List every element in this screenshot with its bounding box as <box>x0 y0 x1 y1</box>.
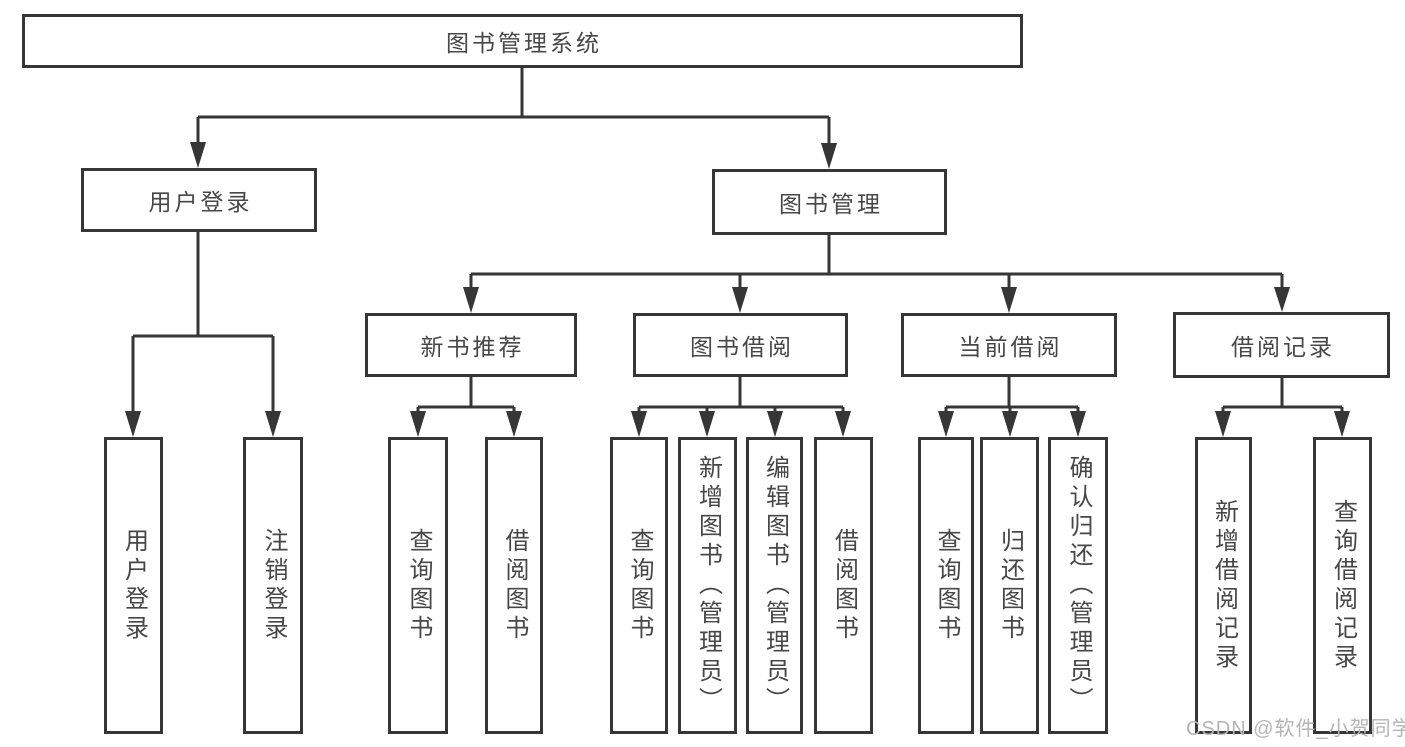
connector-borrow-records-to-leaves <box>1215 378 1350 437</box>
leaf-query-book-rec-label: 查询图书 <box>405 527 432 644</box>
leaf-user-login: 用户登录 <box>104 437 163 734</box>
leaf-confirm-return-admin-label: 确认归还（管理员） <box>1065 455 1092 716</box>
leaf-borrow-book-label: 借阅图书 <box>830 527 858 644</box>
leaf-logout: 注销登录 <box>243 437 303 734</box>
node-book-borrow: 图书借阅 <box>633 313 848 377</box>
leaf-borrow-book-rec-label: 借阅图书 <box>501 527 528 644</box>
leaf-add-borrow-record-label: 新增借阅记录 <box>1210 498 1238 673</box>
node-book-mgmt-label: 图书管理 <box>779 191 883 217</box>
connector-book-mgmt-to-modules <box>463 235 1290 313</box>
leaf-add-borrow-record: 新增借阅记录 <box>1195 437 1252 734</box>
leaf-logout-label: 注销登录 <box>260 527 287 644</box>
leaf-return-book: 归还图书 <box>980 437 1039 734</box>
node-new-book-rec-label: 新书推荐 <box>420 334 525 360</box>
node-user-login-label: 用户登录 <box>148 189 253 215</box>
node-current-borrow-label: 当前借阅 <box>958 334 1063 360</box>
node-borrow-records: 借阅记录 <box>1173 312 1390 378</box>
leaf-confirm-return-admin: 确认归还（管理员） <box>1048 437 1108 734</box>
leaf-query-book-current-label: 查询图书 <box>933 527 960 644</box>
leaf-query-borrow-record: 查询借阅记录 <box>1313 437 1372 734</box>
node-borrow-records-label: 借阅记录 <box>1231 334 1335 360</box>
leaf-return-book-label: 归还图书 <box>996 527 1024 644</box>
node-current-borrow: 当前借阅 <box>901 313 1117 377</box>
connector-current-borrow-to-leaves <box>938 377 1086 437</box>
leaf-borrow-book: 借阅图书 <box>814 437 873 734</box>
connector-new-book-rec-to-leaves <box>410 377 522 437</box>
leaf-borrow-book-rec: 借阅图书 <box>485 437 543 734</box>
leaf-edit-book-admin-label: 编辑图书（管理员） <box>761 455 789 716</box>
leaf-add-book-admin: 新增图书（管理员） <box>678 437 737 734</box>
node-new-book-rec: 新书推荐 <box>365 313 577 377</box>
node-root-label: 图书管理系统 <box>446 30 602 56</box>
leaf-query-book-borrow: 查询图书 <box>610 437 668 734</box>
connector-user-login-to-leaves <box>125 232 281 437</box>
leaf-query-borrow-record-label: 查询借阅记录 <box>1329 498 1357 673</box>
leaf-edit-book-admin: 编辑图书（管理员） <box>746 437 803 734</box>
leaf-query-book-rec: 查询图书 <box>388 437 448 734</box>
node-book-mgmt: 图书管理 <box>712 169 947 235</box>
leaf-add-book-admin-label: 新增图书（管理员） <box>694 455 722 716</box>
watermark-text: CSDN @软件_小贺同学 <box>1186 718 1405 740</box>
leaf-user-login-label: 用户登录 <box>120 527 148 644</box>
node-book-borrow-label: 图书借阅 <box>690 334 794 360</box>
node-root: 图书管理系统 <box>22 14 1023 68</box>
leaf-query-book-borrow-label: 查询图书 <box>626 527 653 644</box>
connector-book-borrow-to-leaves <box>631 377 851 437</box>
node-user-login: 用户登录 <box>81 168 317 232</box>
connector-root-to-level2 <box>190 68 837 169</box>
leaf-query-book-current: 查询图书 <box>918 437 974 734</box>
